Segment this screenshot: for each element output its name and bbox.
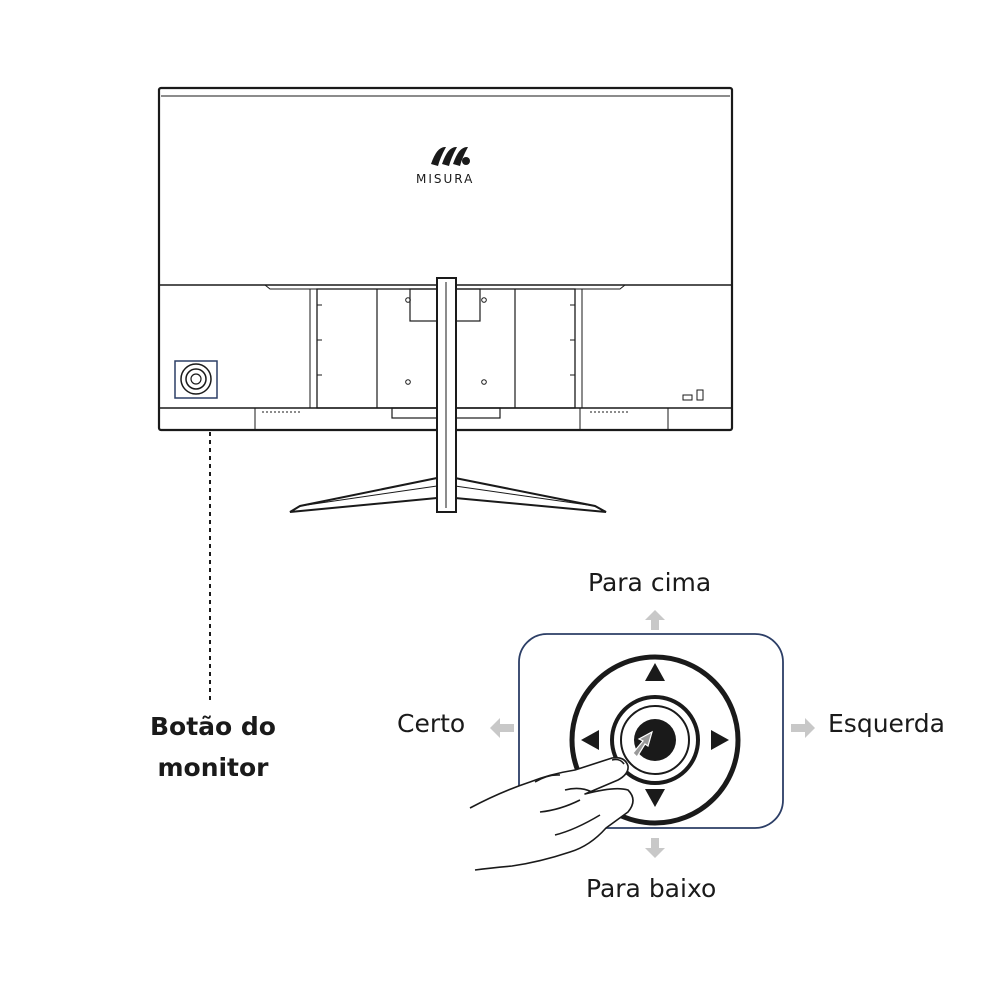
- arrow-left-icon: [581, 730, 599, 750]
- joystick-detail: [469, 610, 815, 871]
- monitor-button-label-line1: Botão do: [149, 712, 276, 741]
- arrow-up-icon: [645, 663, 665, 681]
- monitor-joystick-button: [174, 360, 218, 399]
- gray-arrow-up-icon: [645, 610, 665, 630]
- arrow-down-icon: [645, 789, 665, 807]
- gray-arrow-down-icon: [645, 838, 665, 858]
- lock-icon: [682, 394, 693, 401]
- brand-name: MISURA: [416, 172, 475, 186]
- press-arrow-icon: [632, 730, 653, 758]
- vesa-hole: [405, 297, 411, 303]
- gray-arrow-right-icon: [791, 718, 815, 738]
- monitor-button-label-line2: monitor: [157, 753, 269, 782]
- gray-arrow-left-icon: [490, 718, 514, 738]
- vesa-hole: [481, 297, 487, 303]
- hand-icon: [469, 756, 634, 871]
- joystick-icon: [569, 654, 741, 826]
- label-up: Para cima: [588, 568, 712, 597]
- label-right: Esquerda: [828, 709, 945, 738]
- misura-logo-icon: [431, 146, 470, 166]
- monitor-button-label: Botão do monitor: [138, 706, 288, 788]
- label-down: Para baixo: [586, 874, 717, 903]
- monitor-stand: [289, 277, 607, 513]
- label-left: Certo: [397, 709, 466, 738]
- arrow-right-icon: [711, 730, 729, 750]
- vesa-hole: [481, 379, 487, 385]
- vesa-hole: [405, 379, 411, 385]
